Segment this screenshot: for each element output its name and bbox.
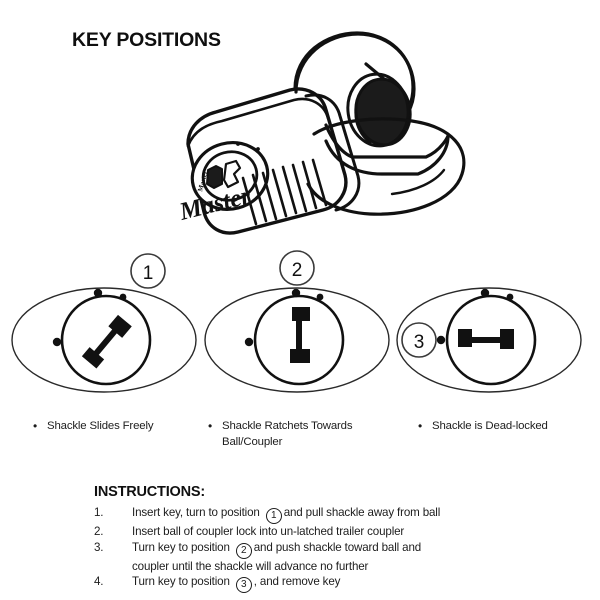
caption-position-1: • Shackle Slides Freely (33, 419, 207, 435)
step-4-line-1: Turn key to position 3, and remove key (132, 574, 564, 594)
base-plate-highlight (390, 168, 446, 196)
step-4-body: Turn key to position 3, and remove key (132, 574, 564, 594)
dial-1-number: 1 (143, 263, 154, 284)
ball-socket-rim (346, 72, 410, 148)
dial-3-callout-circle (401, 322, 437, 358)
caption-2-text-line2: Ball/Coupler (222, 435, 283, 448)
key-position-dials: 1 2 (0, 248, 600, 398)
dial-2-callout-circle (279, 250, 315, 286)
caption-1-text: Shackle Slides Freely (47, 420, 154, 432)
dial-2-keyhole (290, 307, 310, 363)
dial-1-callout-circle (130, 253, 166, 289)
dial-2-dot-top-right (316, 293, 324, 301)
dial-3-dot-left (436, 335, 446, 345)
step-4-post: , and remove key (253, 575, 341, 589)
caption-position-3: • Shackle is Dead-locked (418, 419, 597, 435)
dial-2-dot-top-left (291, 288, 301, 298)
dial-3-number: 3 (414, 332, 425, 353)
master-lock-illustration: Master Master (130, 24, 470, 254)
step-3-number: 3. (94, 540, 104, 554)
lock-body-ribs (241, 158, 328, 226)
step-3-line-2: coupler until the shackle will advance n… (132, 559, 369, 573)
coupler-collar-bottom (324, 134, 450, 176)
key-insert-shape (222, 159, 242, 189)
keyway-slot (206, 165, 223, 189)
dial-3-keyhole (458, 329, 514, 349)
indicator-dot-b (256, 147, 260, 151)
step-1-number: 1. (94, 506, 104, 519)
lock-body-right-cap (304, 93, 361, 212)
step-2-number: 2. (94, 525, 104, 538)
page-title: KEY POSITIONS (72, 29, 221, 51)
dial-2-number: 2 (292, 260, 303, 281)
step-2-line-1: Insert ball of coupler lock into un-latc… (132, 525, 405, 538)
dial-captions: • Shackle Slides Freely • Shackle Ratche… (0, 418, 600, 470)
dial-position-3: 3 (396, 287, 582, 393)
caption-3-text: Shackle is Dead-locked (432, 420, 548, 432)
dial-3-dot-top-left (480, 288, 490, 298)
lock-body-top-seam (186, 97, 330, 148)
instruction-step-4: 4. Turn key to position 3, and remove key (94, 574, 564, 594)
base-plate-outline (306, 117, 466, 216)
instructions-section: INSTRUCTIONS: 1. Insert key, turn to pos… (94, 484, 564, 594)
step-1-pre: Insert key, turn to position (132, 506, 260, 519)
dial-position-2: 2 (204, 250, 390, 393)
step-1-circled-number: 1 (265, 508, 282, 524)
caption-2-bullet: • (208, 419, 213, 433)
instruction-step-2: 2. Insert ball of coupler lock into un-l… (94, 524, 564, 540)
dial-1-dot-left (52, 337, 62, 347)
coupler-collar-top (324, 123, 450, 159)
step-2-body: Insert ball of coupler lock into un-latc… (132, 524, 564, 540)
dial-3-dot-top-right (506, 293, 514, 301)
dial-1-dot-top-left (93, 288, 103, 298)
step-3-pre: Turn key to position (132, 540, 230, 554)
step-3-circled-number: 2 (235, 542, 252, 559)
dials-svg: 1 2 (11, 250, 582, 393)
dial-1-dot-top-right (119, 293, 127, 301)
dial-2-dot-left (244, 337, 254, 347)
lock-body-outline (186, 87, 348, 235)
step-4-circled-number: 3 (235, 577, 252, 594)
dial-position-1: 1 (11, 253, 197, 393)
caption-1-bullet: • (33, 419, 38, 433)
caption-position-2: • Shackle Ratchets Towards Ball/Coupler (208, 419, 387, 450)
caption-3-bullet: • (418, 419, 423, 433)
step-4-pre: Turn key to position (132, 575, 230, 589)
step-4-number: 4. (94, 575, 104, 589)
step-3-post: and push shackle toward ball and (253, 540, 422, 554)
indicator-dot-a (236, 142, 240, 146)
step-1-post: and pull shackle away from ball (283, 506, 441, 519)
caption-2-text-line1: Shackle Ratchets Towards (222, 420, 353, 432)
lock-drawing-svg: Master Master (176, 31, 466, 235)
instructions-heading: INSTRUCTIONS: (94, 484, 205, 500)
dial-1-keyhole (81, 314, 132, 369)
